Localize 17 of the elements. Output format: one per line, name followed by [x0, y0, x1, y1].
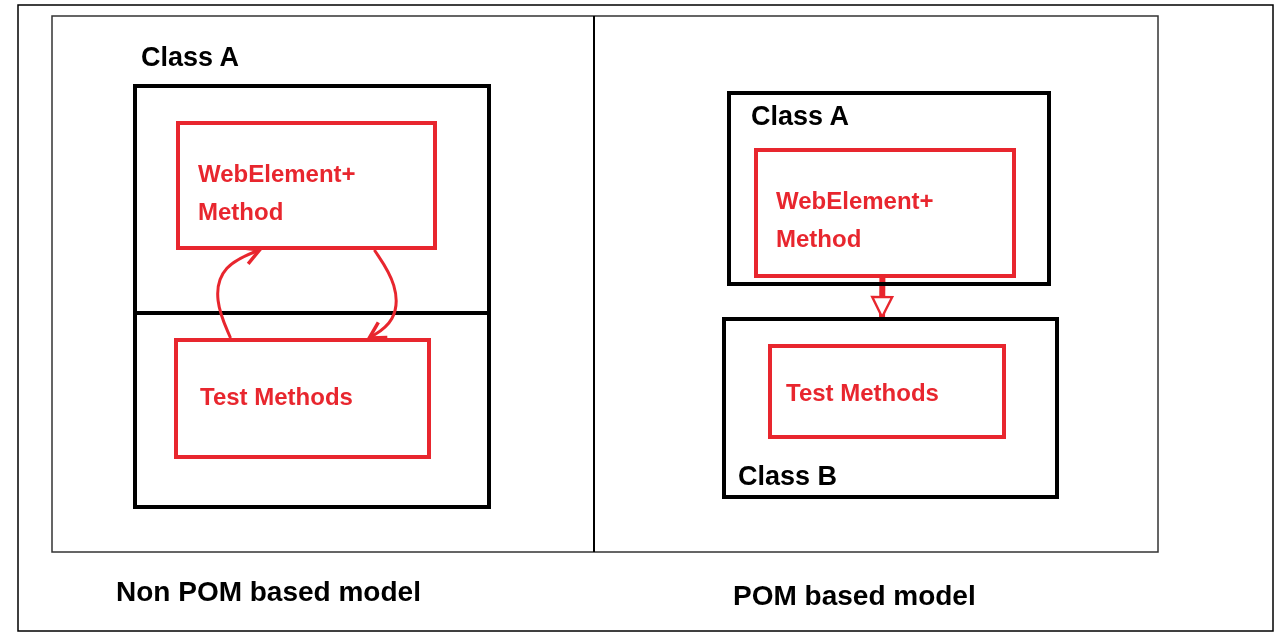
component-box: [176, 121, 437, 250]
arrow: [871, 277, 894, 319]
class-heading: Class A: [751, 101, 850, 132]
class-box: [727, 91, 1051, 286]
class-heading: Class B: [738, 461, 838, 492]
component-box: [768, 344, 1006, 439]
component-label: Test Methods: [200, 382, 354, 412]
component-label: Test Methods: [786, 378, 940, 408]
component-box: [754, 148, 1016, 278]
arrow: [367, 249, 398, 340]
component-box: [174, 338, 431, 459]
caption: Non POM based model: [116, 576, 421, 608]
class-heading: Class A: [141, 42, 240, 73]
class-box: [722, 317, 1059, 499]
component-label: WebElement+ Method: [776, 186, 935, 254]
caption: POM based model: [733, 580, 976, 612]
component-label: WebElement+ Method: [198, 159, 357, 227]
